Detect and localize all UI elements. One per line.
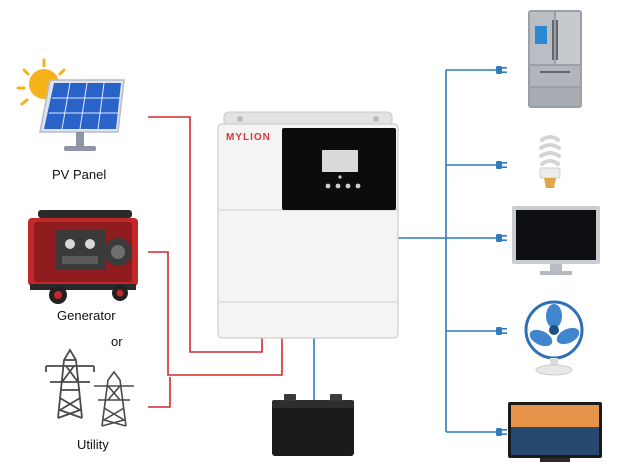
pv-panel-label: PV Panel: [52, 167, 107, 182]
solar-panel-icon: [16, 58, 125, 151]
or-label: or: [111, 334, 123, 349]
generator-label: Generator: [57, 308, 116, 323]
power-tower-icon: [94, 370, 134, 427]
refrigerator-icon: [528, 10, 582, 108]
plugs: [496, 66, 507, 436]
light-bulb-icon: [539, 135, 561, 188]
generator-icon: [28, 210, 138, 304]
plug-icon: [496, 327, 507, 335]
plug-icon: [496, 428, 507, 436]
generator-wire: [148, 251, 283, 376]
inverter-icon: [217, 111, 399, 339]
fan-icon: [524, 300, 584, 376]
input-wires: [148, 116, 283, 408]
tv-icon: [508, 402, 602, 462]
pv-wire: [148, 116, 263, 353]
utility-wire: [148, 377, 171, 408]
utility-label: Utility: [77, 437, 109, 452]
inverter-brand: MYLION: [226, 132, 271, 143]
monitor-icon: [512, 206, 600, 275]
plug-icon: [496, 161, 507, 169]
plug-icon: [496, 66, 507, 74]
plug-icon: [496, 234, 507, 242]
battery-icon: [272, 394, 354, 456]
output-wires: [313, 69, 496, 433]
power-tower-icon: [45, 348, 95, 419]
